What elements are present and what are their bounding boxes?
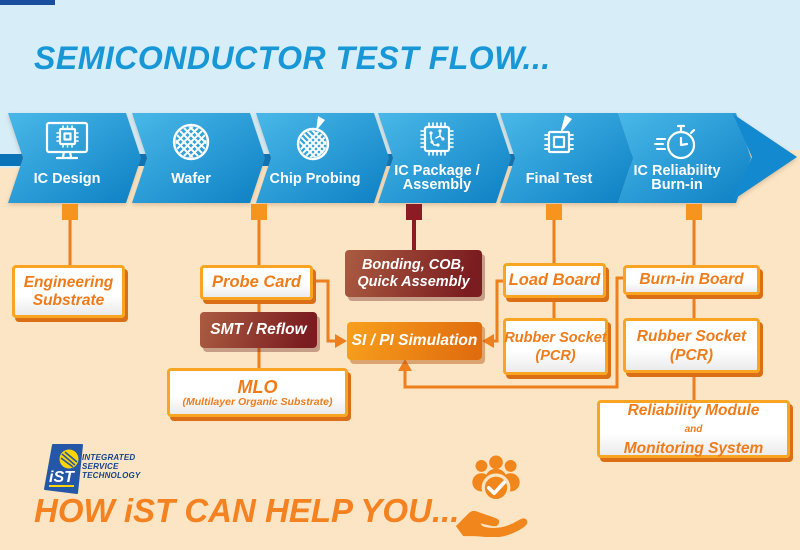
- node-square-chip-probing: [251, 204, 267, 220]
- chevron-ic-package: [378, 113, 511, 203]
- stage-label-ic-design: IC Design: [33, 171, 101, 187]
- chevron-chip-probing: [256, 113, 389, 203]
- bonding-cob-box: Bonding, COB,Quick Assembly: [345, 250, 482, 297]
- rubber-socket-test-box: Rubber Socket(PCR): [503, 318, 608, 375]
- smt-reflow-box: SMT / Reflow: [200, 312, 317, 348]
- ic-package-icon: [420, 122, 454, 156]
- logo-caption: INTEGRATED SERVICE TECHNOLOGY: [82, 453, 141, 480]
- arrow-into-sipi-bottom-icon: [398, 359, 412, 371]
- reliability-module-box: Reliability Module and Monitoring System: [597, 400, 790, 458]
- node-square-ic-reliability: [686, 204, 702, 220]
- hand-people-check-icon: [455, 455, 528, 537]
- probe-card-box: Probe Card: [200, 265, 313, 300]
- arrow-into-sipi-left-icon: [335, 334, 347, 348]
- stage-label-final-test: Final Test: [525, 171, 593, 187]
- page-title: SEMICONDUCTOR TEST FLOW...: [34, 40, 551, 76]
- wafer-icon: [172, 123, 210, 161]
- chip-test-icon: [544, 115, 574, 154]
- stage-label-wafer: Wafer: [171, 171, 211, 187]
- top-left-accent-bar: [0, 0, 55, 5]
- node-square-ic-package: [406, 204, 422, 220]
- wafer-probe-icon: [296, 116, 330, 161]
- connector-loadboard-to-sipi: [490, 279, 503, 343]
- monitor-chip-icon: [45, 121, 89, 160]
- node-square-ic-design: [62, 204, 78, 220]
- stage-label-ic-package: IC Package /Assembly: [394, 163, 480, 193]
- rubber-socket-burnin-box: Rubber Socket(PCR): [623, 318, 760, 373]
- stage-label-chip-probing: Chip Probing: [269, 171, 361, 187]
- si-pi-simulation-box: SI / PI Simulation: [347, 322, 482, 360]
- stopwatch-icon: [654, 124, 696, 160]
- ist-logo-text: iST: [49, 469, 75, 486]
- burn-in-board-box: Burn-in Board: [623, 265, 760, 295]
- connector-probecard-to-sipi: [313, 279, 335, 343]
- ist-logo: iST: [44, 444, 83, 494]
- flow-arrowhead-icon: [733, 114, 797, 200]
- load-board-box: Load Board: [503, 263, 606, 298]
- arrow-into-sipi-right-icon: [482, 334, 494, 348]
- node-square-final-test: [546, 204, 562, 220]
- chevron-final-test: [500, 113, 633, 203]
- footer-headline: HOW iST CAN HELP YOU...: [34, 492, 460, 529]
- mlo-box: MLO (Multilayer Organic Substrate): [167, 368, 348, 417]
- connector-burnin-to-sipi: [403, 276, 623, 389]
